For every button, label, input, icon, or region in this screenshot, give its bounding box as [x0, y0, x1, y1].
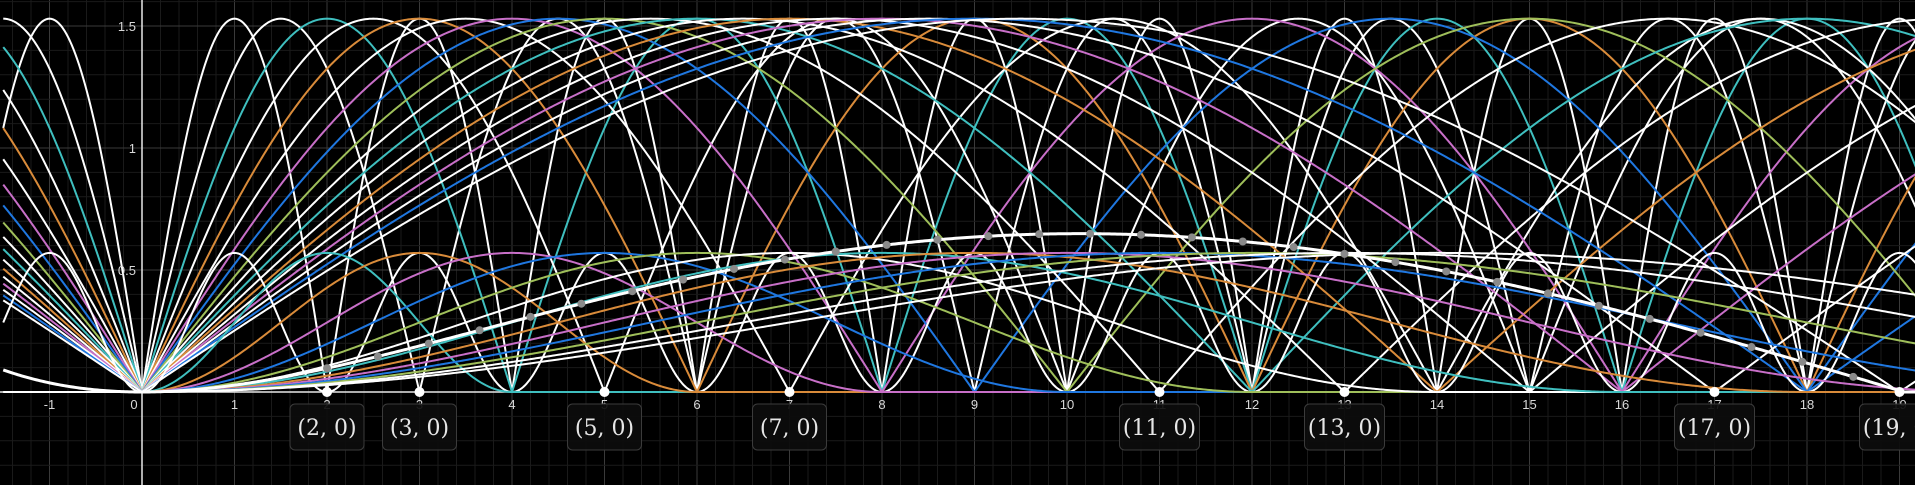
curve-dot [1289, 243, 1298, 252]
curve-envelope-14 [3, 251, 1915, 393]
point-label: (13, 0) [1308, 416, 1381, 441]
prime-point [1894, 387, 1905, 397]
curve-envelope-12 [3, 251, 1915, 393]
point-label: (3, 0) [390, 416, 449, 441]
point-label: (5, 0) [575, 416, 634, 441]
curve-dot [984, 232, 993, 241]
x-tick-label: 6 [693, 397, 700, 412]
curve-dot [1086, 229, 1095, 238]
prime-point [1709, 387, 1720, 397]
curve-dot [373, 352, 382, 361]
curve-arch-9 [2, 17, 1915, 393]
curve-dot [1849, 372, 1858, 381]
curve-arch-13 [2, 17, 1915, 393]
point-label-box [1304, 403, 1385, 451]
point-label-box [382, 403, 457, 451]
curve-dot [1696, 328, 1705, 337]
point-label: (17, 0) [1678, 416, 1751, 441]
curve-dot [1187, 233, 1196, 242]
x-tick-label: -1 [44, 397, 56, 412]
curve-dot [730, 264, 738, 273]
curve-dots [323, 229, 1858, 381]
curve-dot [1238, 237, 1247, 246]
x-tick-label: 4 [508, 397, 515, 412]
curve-dot [1137, 230, 1145, 239]
curve-arch-15 [2, 17, 1915, 393]
curve-envelope-9 [3, 251, 1915, 393]
point-label-box [567, 403, 642, 451]
curve-dot [780, 255, 789, 264]
prime-point [322, 387, 332, 397]
x-tick-label: 14 [1430, 397, 1444, 412]
x-tick-label: 18 [1800, 397, 1814, 412]
curve-dot [1747, 343, 1756, 352]
point-label-box [1119, 403, 1200, 451]
x-tick-label: 10 [1060, 397, 1074, 412]
prime-point [784, 387, 795, 397]
y-tick-label: 1 [129, 141, 136, 156]
origin-label: 0 [130, 397, 137, 412]
curve-envelope-10 [3, 251, 1915, 393]
curve-dot [1035, 230, 1044, 239]
curve-envelope-13 [3, 251, 1915, 393]
curve-dot [1594, 301, 1603, 310]
prime-point [1339, 387, 1350, 397]
curve-dot [577, 299, 586, 308]
curve-dot [1544, 289, 1552, 298]
curve-dot [831, 247, 840, 256]
curve-arch-19 [2, 17, 1915, 393]
x-tick-label: 15 [1522, 397, 1536, 412]
curve-dot [323, 364, 331, 373]
y-tick-label: 1.5 [118, 19, 136, 34]
point-label: (11, 0) [1123, 416, 1196, 441]
curve-dot [526, 312, 535, 321]
point-label: (2, 0) [297, 416, 356, 441]
point-label: (19, 0) [1863, 416, 1915, 441]
curve-dot [424, 339, 433, 348]
curve-dot [1798, 357, 1807, 366]
x-tick-label: 12 [1245, 397, 1259, 412]
curve-arch-11 [2, 17, 1915, 393]
prime-points: (2, 0) (3, 0) (5, 0) (7, 0) (11, 0) (13, 0) (1… [289, 387, 1915, 451]
curve-dot [1493, 277, 1502, 286]
curve-dot [1391, 258, 1400, 267]
point-label-box [1674, 403, 1755, 451]
point-label-box [289, 403, 365, 451]
curve-arch-4 [2, 17, 1915, 393]
curve-arch-8 [2, 17, 1915, 393]
x-tick-label: 8 [878, 397, 885, 412]
curve-dot [882, 240, 891, 249]
curve-dot [1645, 314, 1654, 323]
curve-dot [475, 326, 484, 335]
x-tick-label: 16 [1615, 397, 1629, 412]
curve-arch-12 [2, 17, 1915, 393]
point-label-box [752, 403, 827, 451]
point-label-box [1859, 403, 1915, 451]
x-tick-label: 9 [971, 397, 978, 412]
y-tick-label: 0.5 [118, 263, 136, 278]
prime-point [599, 387, 610, 397]
point-label: (7, 0) [760, 416, 819, 441]
curve-arch-18 [2, 17, 1915, 393]
prime-point [414, 387, 425, 397]
x-tick-label: 1 [231, 397, 238, 412]
prime-point [1154, 387, 1165, 397]
curve-dot [679, 275, 688, 284]
curve-arch-5 [2, 17, 1915, 393]
curve-dot [933, 235, 942, 244]
curve-dot [628, 287, 637, 296]
curve-dot [1442, 267, 1451, 276]
curve-dot [1340, 249, 1349, 258]
